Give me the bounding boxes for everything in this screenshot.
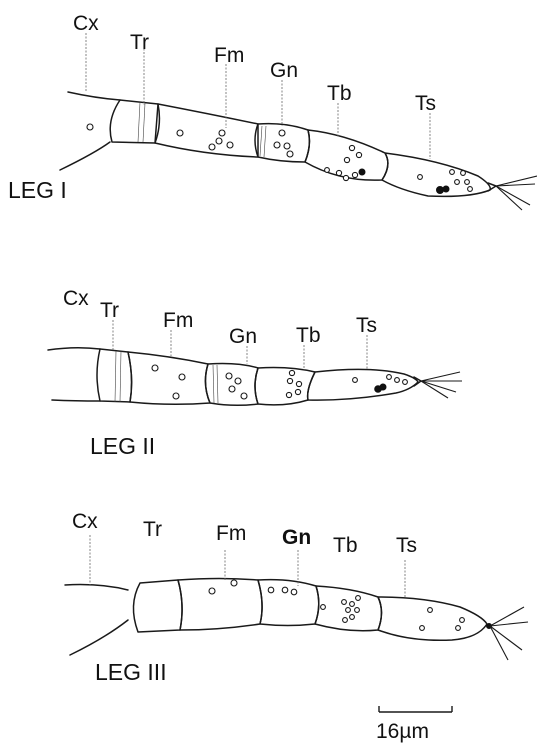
leg-3-labels: Cx Tr Fm Gn Tb Ts LEG III <box>72 510 417 685</box>
leg-1-genu <box>255 124 309 162</box>
leg-1-gn-label: Gn <box>270 59 298 82</box>
leg-1-title: LEG I <box>8 177 67 203</box>
leg-2-coxa <box>52 400 100 401</box>
leg-2-tibia <box>255 368 315 405</box>
leg-2-tr-label: Tr <box>100 299 119 322</box>
leg-1-tibia <box>305 130 388 180</box>
leg-3-title: LEG III <box>95 659 167 685</box>
leg-3-fm-label: Fm <box>216 522 246 545</box>
leg-1-fm-label: Fm <box>214 44 244 67</box>
leg-2-fm-label: Fm <box>163 309 193 332</box>
leg-2-ts-label: Ts <box>356 314 377 337</box>
leg-3-coxa <box>65 585 128 590</box>
scale-bar-label: 16µm <box>376 720 429 743</box>
leg-3-femur <box>178 579 262 631</box>
leg-3-genu <box>258 580 319 626</box>
leg-1-coxa <box>60 142 110 170</box>
leg-1-tr-label: Tr <box>130 31 149 54</box>
leg-3-trochanter <box>133 580 182 632</box>
leg-3-cx-label: Cx <box>72 510 98 533</box>
leg-1-ts-label: Ts <box>415 92 436 115</box>
leg-2-trochanter <box>97 349 132 402</box>
leg-1-femur <box>155 104 258 157</box>
leg-2-labels: Cx Tr Fm Gn Tb Ts LEG II <box>63 287 377 459</box>
leg-2-title: LEG II <box>90 433 155 459</box>
leg-1-drawing <box>60 33 537 210</box>
leg-3-tb-label: Tb <box>333 534 358 557</box>
leg-1-tb-label: Tb <box>327 82 352 105</box>
scale-bar: 16µm <box>376 706 452 743</box>
leg-3-drawing <box>65 535 528 660</box>
leg-3-tarsus <box>378 597 487 640</box>
leg-2-tarsus <box>308 369 418 400</box>
leg-3-ts-label: Ts <box>396 534 417 557</box>
leg-2-tb-label: Tb <box>296 324 321 347</box>
leg-3-tr-label: Tr <box>143 518 162 541</box>
leg-1-coxa <box>68 92 120 100</box>
leg-2-gn-label: Gn <box>229 325 257 348</box>
leg-1-trochanter <box>110 100 159 143</box>
leg-3-coxa <box>70 620 128 655</box>
leg-2-femur <box>128 352 210 404</box>
leg-1-cx-label: Cx <box>73 12 99 35</box>
leg-2-coxa <box>48 348 100 350</box>
leg-3-gn-label: Gn <box>282 526 311 549</box>
leg-1-labels: Cx Tr Fm Gn Tb Ts LEG I <box>8 12 436 203</box>
leg-2-cx-label: Cx <box>63 287 89 310</box>
